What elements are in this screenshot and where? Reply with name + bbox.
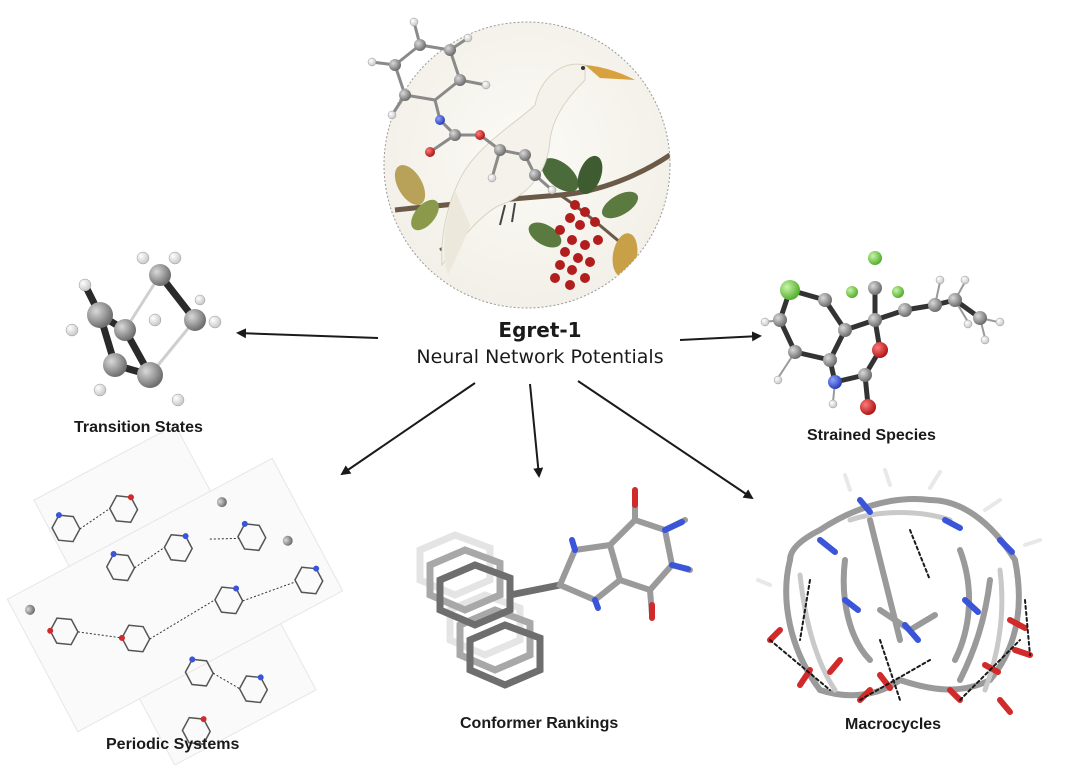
periodic-systems-crystal [6,424,344,766]
arrow-periodic [340,382,476,476]
label-periodic-systems: Periodic Systems [106,736,240,753]
arrow-strained [679,331,762,342]
label-strained-species: Strained Species [807,427,936,444]
label-transition-states: Transition States [74,419,203,436]
conformer-rankings-molecule [416,487,693,689]
macrocycles-molecule [756,468,1042,715]
arrow-transition [236,328,379,339]
arrow-macrocycles [577,380,754,500]
arrows [236,328,762,500]
center-title: Egret-1 [498,318,582,342]
center-subtitle: Neural Network Potentials [416,346,664,368]
strained-species-molecule [760,251,1005,415]
label-macrocycles: Macrocycles [845,716,942,733]
molecule-overlay-atoms [367,17,557,195]
arrow-conformer [529,383,544,478]
egret-illustration [367,17,671,309]
leaf-icon [394,155,639,277]
label-conformer-rankings: Conformer Rankings [460,715,619,732]
transition-state-molecule [65,251,222,407]
berry-cluster-icon [550,200,603,290]
egret-bird-icon [441,63,635,275]
